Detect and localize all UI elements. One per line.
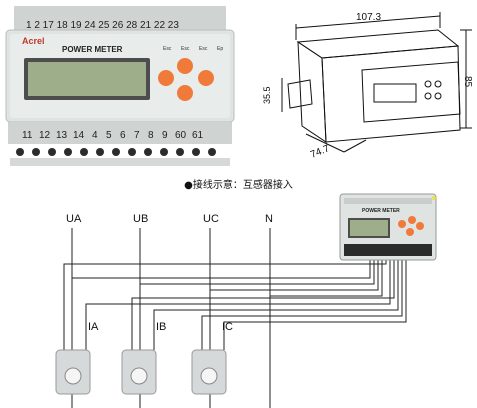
current-label-ic: IC	[222, 321, 233, 333]
bottom-terminal-label: 11	[22, 130, 33, 141]
current-label-ia: IA	[88, 321, 99, 333]
wiring-caption: ●接线示意：互感器接入	[184, 180, 293, 191]
current-label-ib: IB	[156, 321, 166, 333]
wiring-diagram: UA UB UC N IA IB IC	[55, 193, 437, 408]
key-label-1: Esc	[163, 46, 172, 52]
bottom-terminal-strip	[8, 122, 232, 144]
key-button-left[interactable]	[158, 70, 174, 86]
panel-title: POWER METER	[62, 45, 123, 54]
bottom-terminal-label: 9	[162, 130, 168, 141]
line-label-ua: UA	[66, 213, 82, 225]
line-label-ub: UB	[133, 213, 148, 225]
current-transformer-b	[121, 349, 157, 395]
current-transformer-c	[191, 349, 227, 395]
meter-photo: 1 2 17 18 19 24 25 26 28 21 22 23 Acrel …	[0, 0, 240, 170]
bottom-terminal-label: 60	[175, 130, 187, 141]
bottom-terminal-label: 7	[134, 130, 140, 141]
bottom-terminal-label: 8	[148, 130, 154, 141]
key-button-up[interactable]	[177, 58, 193, 74]
mini-meter: POWER METER	[339, 193, 437, 261]
key-label-3: Esc	[199, 46, 208, 52]
rail-dimension: 35.5	[262, 86, 272, 104]
terminal-screws	[16, 148, 216, 156]
top-terminal-labels: 1 2 17 18 19 24 25 26 28 21 22 23	[26, 20, 179, 31]
brand-logo: Acrel	[22, 36, 45, 46]
current-transformer-a	[55, 349, 91, 395]
bottom-terminal-label: 61	[192, 130, 204, 141]
bottom-terminal-label: 14	[73, 130, 85, 141]
key-label-4: Ep	[217, 46, 223, 52]
bottom-terminal-label: 4	[92, 130, 98, 141]
lcd-screen	[28, 62, 146, 96]
bottom-terminal-label: 6	[120, 130, 126, 141]
bottom-terminal-label: 5	[106, 130, 112, 141]
dimension-drawing: 107.3 85 35.5 74.7	[262, 12, 473, 161]
line-label-n: N	[265, 213, 273, 225]
top-terminal-strip	[14, 6, 226, 32]
depth-dimension: 74.7	[309, 143, 332, 161]
mini-meter-title: POWER METER	[362, 208, 400, 214]
bottom-terminal-label: 13	[56, 130, 68, 141]
height-dimension: 85	[462, 76, 473, 88]
bottom-terminal-labels: 11 12 13 14 4 5 6 7 8 9 60 61	[22, 130, 204, 141]
line-label-uc: UC	[203, 213, 219, 225]
width-dimension: 107.3	[356, 12, 381, 23]
key-button-down[interactable]	[177, 85, 193, 101]
bottom-terminal-label: 12	[39, 130, 51, 141]
key-label-2: Esc	[181, 46, 190, 52]
key-button-right[interactable]	[198, 70, 214, 86]
